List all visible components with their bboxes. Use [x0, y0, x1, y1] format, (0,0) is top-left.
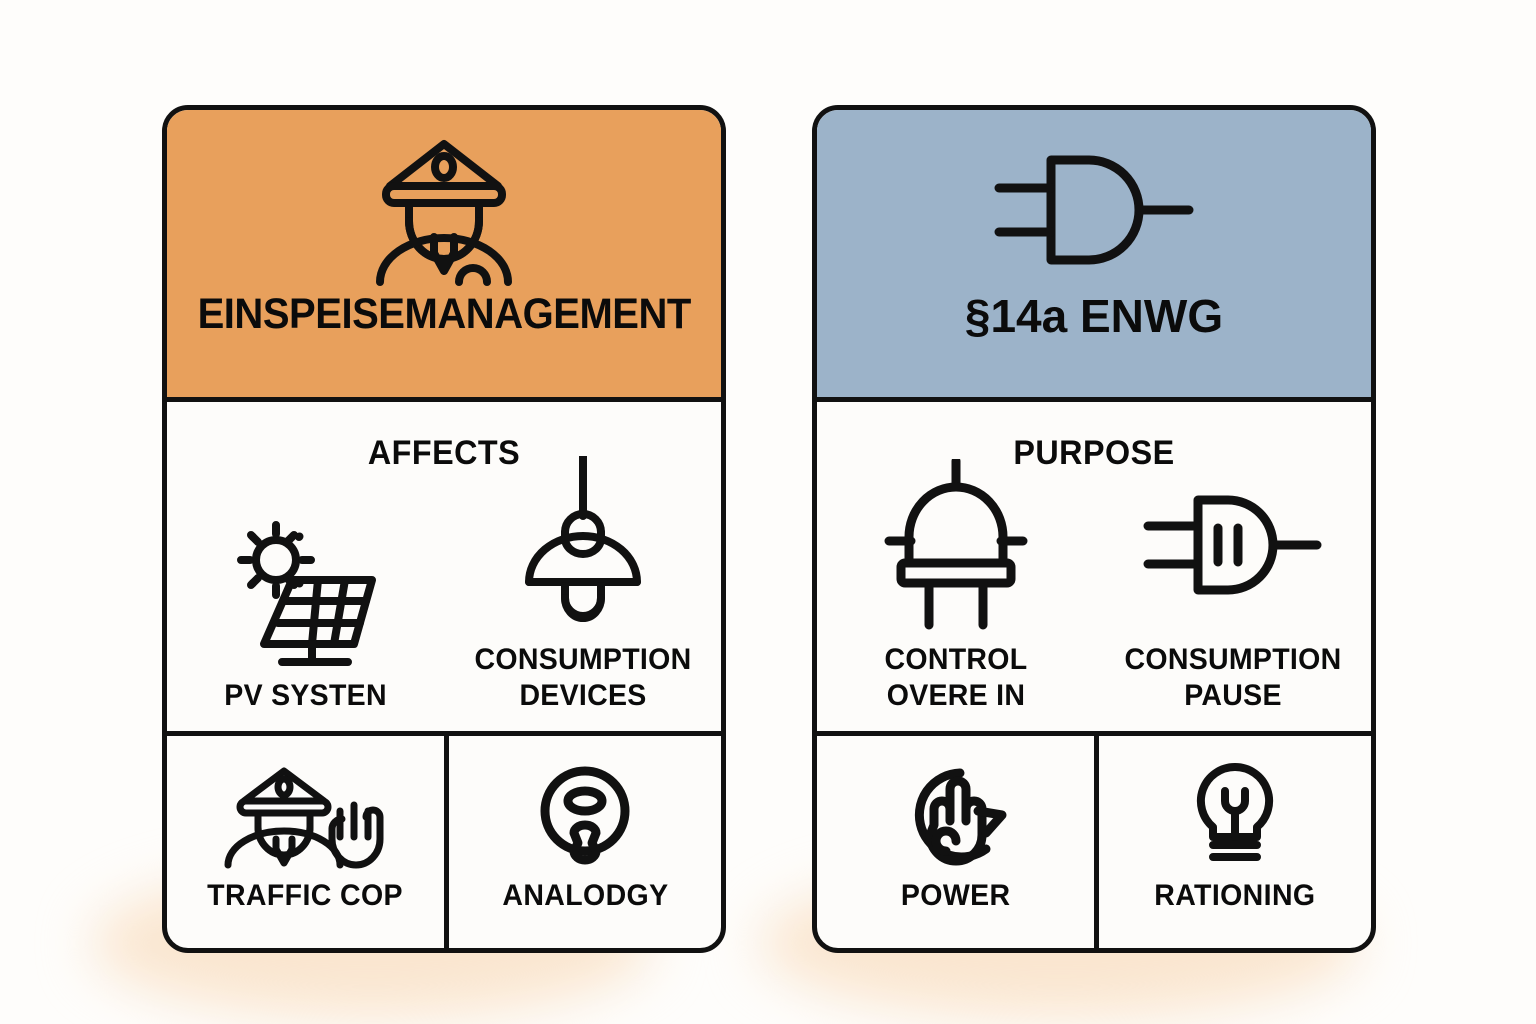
middle-section-label: AFFECTS — [367, 434, 521, 472]
middle-section-label: PURPOSE — [1013, 434, 1175, 472]
pendant-lamp-icon — [503, 455, 663, 634]
key-circle-icon — [530, 761, 640, 873]
cell-label: ANALODGY — [501, 879, 669, 912]
cell-label: PV SYSTEN — [224, 679, 387, 713]
card-middle-section-enwg: PURPOSE CONTROL OVERE IN — [817, 402, 1371, 736]
middle-cell-consumption-devices: CONSUMPTION DEVICES — [444, 402, 721, 731]
cell-label: POWER — [900, 879, 1011, 912]
middle-cell-control-over: CONTROL OVERE IN — [817, 402, 1094, 731]
cell-label: CONSUMPTION DEVICES — [474, 642, 691, 713]
bottom-cell-power: POWER — [817, 736, 1094, 948]
cell-label: TRAFFIC COP — [207, 879, 404, 912]
card-middle-section-einspeisemanagement: AFFECTS PV SYSTEN — [167, 402, 721, 736]
card-enwg: §14a ENWG PURPOSE CONTROL OVERE IN — [812, 105, 1376, 953]
cell-label: CONSUMPTION PAUSE — [1124, 642, 1341, 713]
led-diode-icon — [881, 456, 1031, 634]
card-header-enwg: §14a ENWG — [817, 110, 1371, 402]
plug-pause-icon — [1140, 456, 1325, 634]
police-officer-icon — [364, 132, 524, 287]
traffic-cop-stop-icon — [222, 761, 390, 873]
middle-cell-consumption-pause: CONSUMPTION PAUSE — [1094, 402, 1371, 731]
stop-hand-icon — [900, 761, 1012, 873]
middle-cell-pv-system: PV SYSTEN — [167, 402, 444, 731]
bottom-cell-analogy: ANALODGY — [444, 736, 721, 948]
card-bottom-row-einspeisemanagement: TRAFFIC COP ANALODGY — [167, 736, 721, 948]
card-title: §14a ENWG — [964, 290, 1224, 342]
card-title: EINSPEISEMANAGEMENT — [197, 290, 691, 338]
card-bottom-row-enwg: POWER RATIONING — [817, 736, 1371, 948]
bottom-cell-rationing: RATIONING — [1094, 736, 1371, 948]
lightbulb-icon — [1187, 761, 1283, 873]
cell-label: RATIONING — [1154, 879, 1316, 912]
card-einspeisemanagement: EINSPEISEMANAGEMENT AFFECTS PV SYSTEN — [162, 105, 726, 953]
cell-label: CONTROL OVERE IN — [884, 642, 1027, 713]
solar-panel-icon — [226, 492, 386, 670]
card-header-einspeisemanagement: EINSPEISEMANAGEMENT — [167, 110, 721, 402]
power-plug-icon — [989, 132, 1199, 287]
bottom-cell-traffic-cop: TRAFFIC COP — [167, 736, 444, 948]
